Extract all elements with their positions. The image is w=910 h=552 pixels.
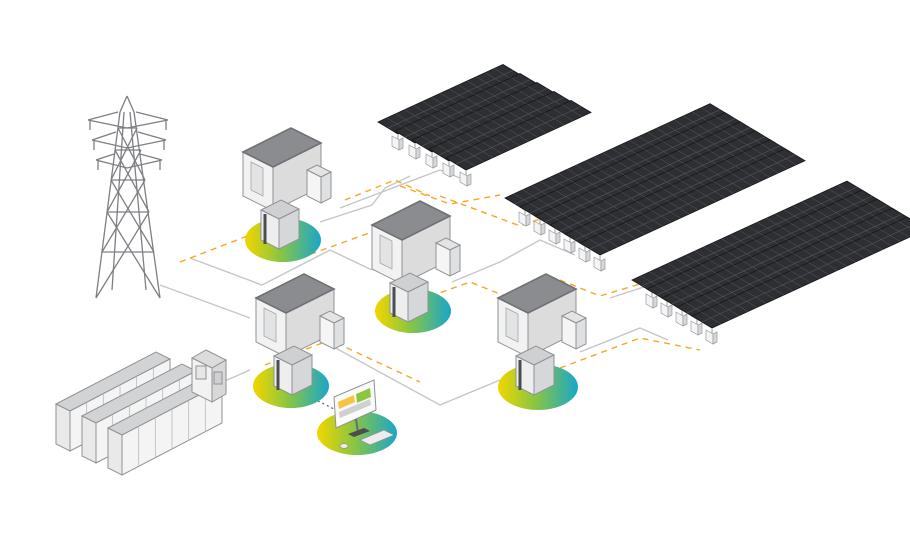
string-inverter <box>578 247 591 263</box>
solar-panel-arrays <box>377 64 910 345</box>
string-inverter <box>442 162 455 178</box>
solar-array-group-1 <box>377 64 592 187</box>
keyboard <box>359 429 395 446</box>
string-inverter <box>533 220 546 236</box>
monitoring-workstation <box>333 379 395 449</box>
string-inverter <box>548 229 561 245</box>
string-inverter <box>660 302 673 318</box>
transformer-substations <box>241 127 588 396</box>
string-inverter <box>593 256 606 272</box>
solar-panel-row <box>445 100 592 187</box>
solar-array-group-2 <box>504 103 806 272</box>
string-inverter <box>425 153 438 169</box>
solar-panel-row <box>631 180 868 309</box>
string-inverter <box>518 211 531 227</box>
transformer-substation-4 <box>496 273 588 396</box>
solar-panel-row <box>579 148 806 272</box>
transformer-substation-2 <box>370 200 462 323</box>
string-inverter <box>675 311 688 327</box>
energy-storage-cabinets <box>54 351 224 476</box>
solar-array-group-3 <box>631 180 910 345</box>
mouse <box>339 443 349 449</box>
string-inverter <box>391 135 404 151</box>
solar-panel-row <box>504 103 731 227</box>
string-inverter <box>459 171 472 187</box>
string-inverter <box>705 329 718 345</box>
transformer-substation-1 <box>241 127 333 250</box>
solar-panel-row <box>691 216 910 345</box>
control-cabinet <box>190 349 228 403</box>
string-inverter <box>563 238 576 254</box>
transmission-tower <box>87 95 169 299</box>
string-inverter <box>645 293 658 309</box>
string-inverter <box>690 320 703 336</box>
transformer-substation-3 <box>254 273 346 396</box>
string-inverter <box>408 144 421 160</box>
